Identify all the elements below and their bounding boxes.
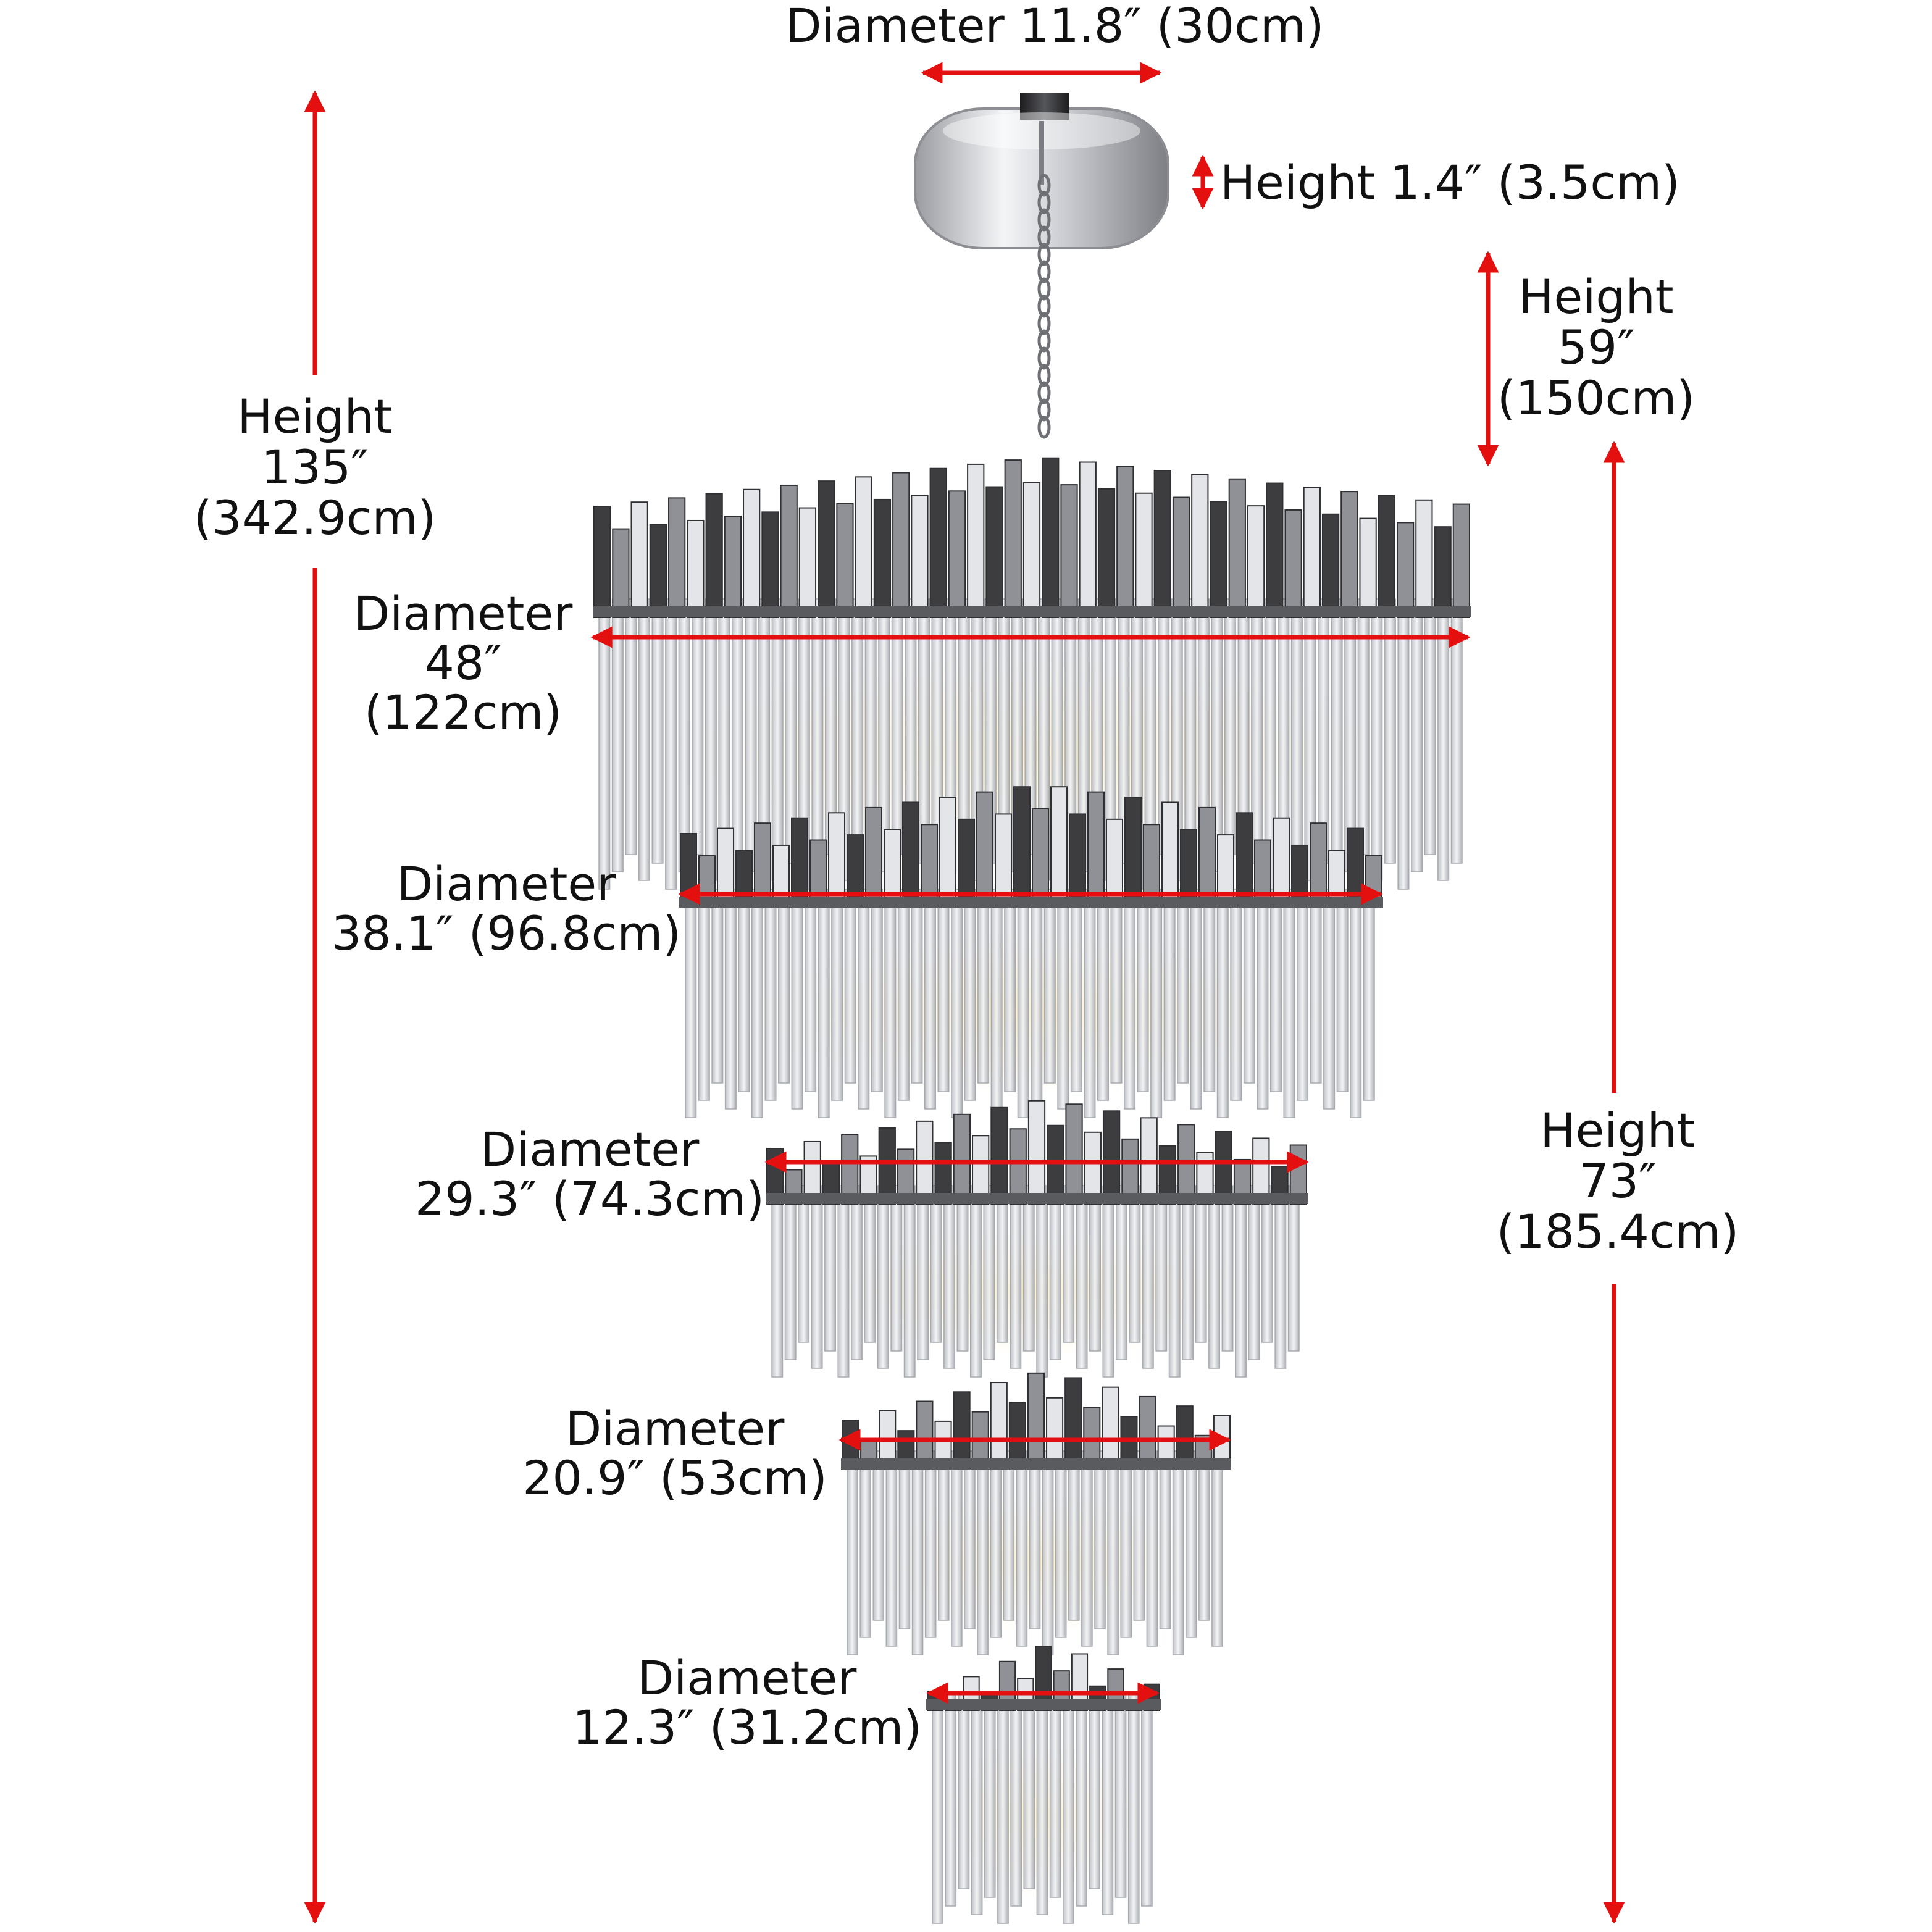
tier-1-line3: (122cm): [364, 684, 562, 740]
tier-3-line2: 29.3″ (74.3cm): [414, 1171, 765, 1226]
tier-5-diameter-label: Diameter 12.3″ (31.2cm): [572, 1650, 922, 1752]
tier-2-line2: 38.1″ (96.8cm): [331, 905, 682, 961]
tier-3-diameter-label: Diameter 29.3″ (74.3cm): [415, 1122, 764, 1224]
overall-height-label: Height 135″ (342.9cm): [191, 391, 438, 543]
chain-height-label: Height 59″ (150cm): [1476, 269, 1717, 426]
tier-5-line2: 12.3″ (31.2cm): [572, 1699, 922, 1755]
chain-height-line1: Height: [1518, 269, 1674, 324]
tier-5: [926, 1646, 1161, 1924]
chain-height-line3: (150cm): [1497, 370, 1696, 426]
dimension-arrows: [304, 62, 1625, 1924]
body-height-line3: (185.4cm): [1496, 1204, 1739, 1260]
tier-2-line1: Diameter: [396, 856, 616, 911]
overall-height-line2: 135″: [261, 440, 369, 495]
tier-4: [841, 1372, 1231, 1655]
tier-1-diameter-label: Diameter 48″ (122cm): [354, 589, 573, 740]
tier-1: [593, 457, 1471, 890]
canopy-height-label: Height 1.4″ (3.5cm): [1220, 155, 1680, 210]
tier-2-diameter-label: Diameter 38.1″ (96.8cm): [332, 856, 681, 958]
tier-5-line1: Diameter: [637, 1650, 857, 1705]
body-height-label: Height 73″ (185.4cm): [1494, 1105, 1741, 1257]
overall-height-line3: (342.9cm): [193, 490, 437, 546]
tier-4-line2: 20.9″ (53cm): [522, 1450, 827, 1505]
body-height-line2: 73″: [1579, 1153, 1657, 1209]
tier-4-line1: Diameter: [565, 1401, 785, 1456]
chain: [1037, 121, 1051, 439]
chandelier-tiers: [593, 457, 1471, 1924]
tier-1-line1: Diameter: [353, 586, 573, 641]
canopy-diameter-label: Diameter 11.8″ (30cm): [785, 0, 1324, 53]
body-height-line1: Height: [1540, 1103, 1696, 1158]
chain-height-line2: 59″: [1557, 320, 1635, 375]
tier-3-line1: Diameter: [480, 1122, 700, 1177]
tier-1-line2: 48″: [424, 635, 502, 690]
overall-height-line1: Height: [237, 389, 393, 444]
tier-4-diameter-label: Diameter 20.9″ (53cm): [522, 1401, 827, 1503]
tier-3: [766, 1100, 1308, 1378]
